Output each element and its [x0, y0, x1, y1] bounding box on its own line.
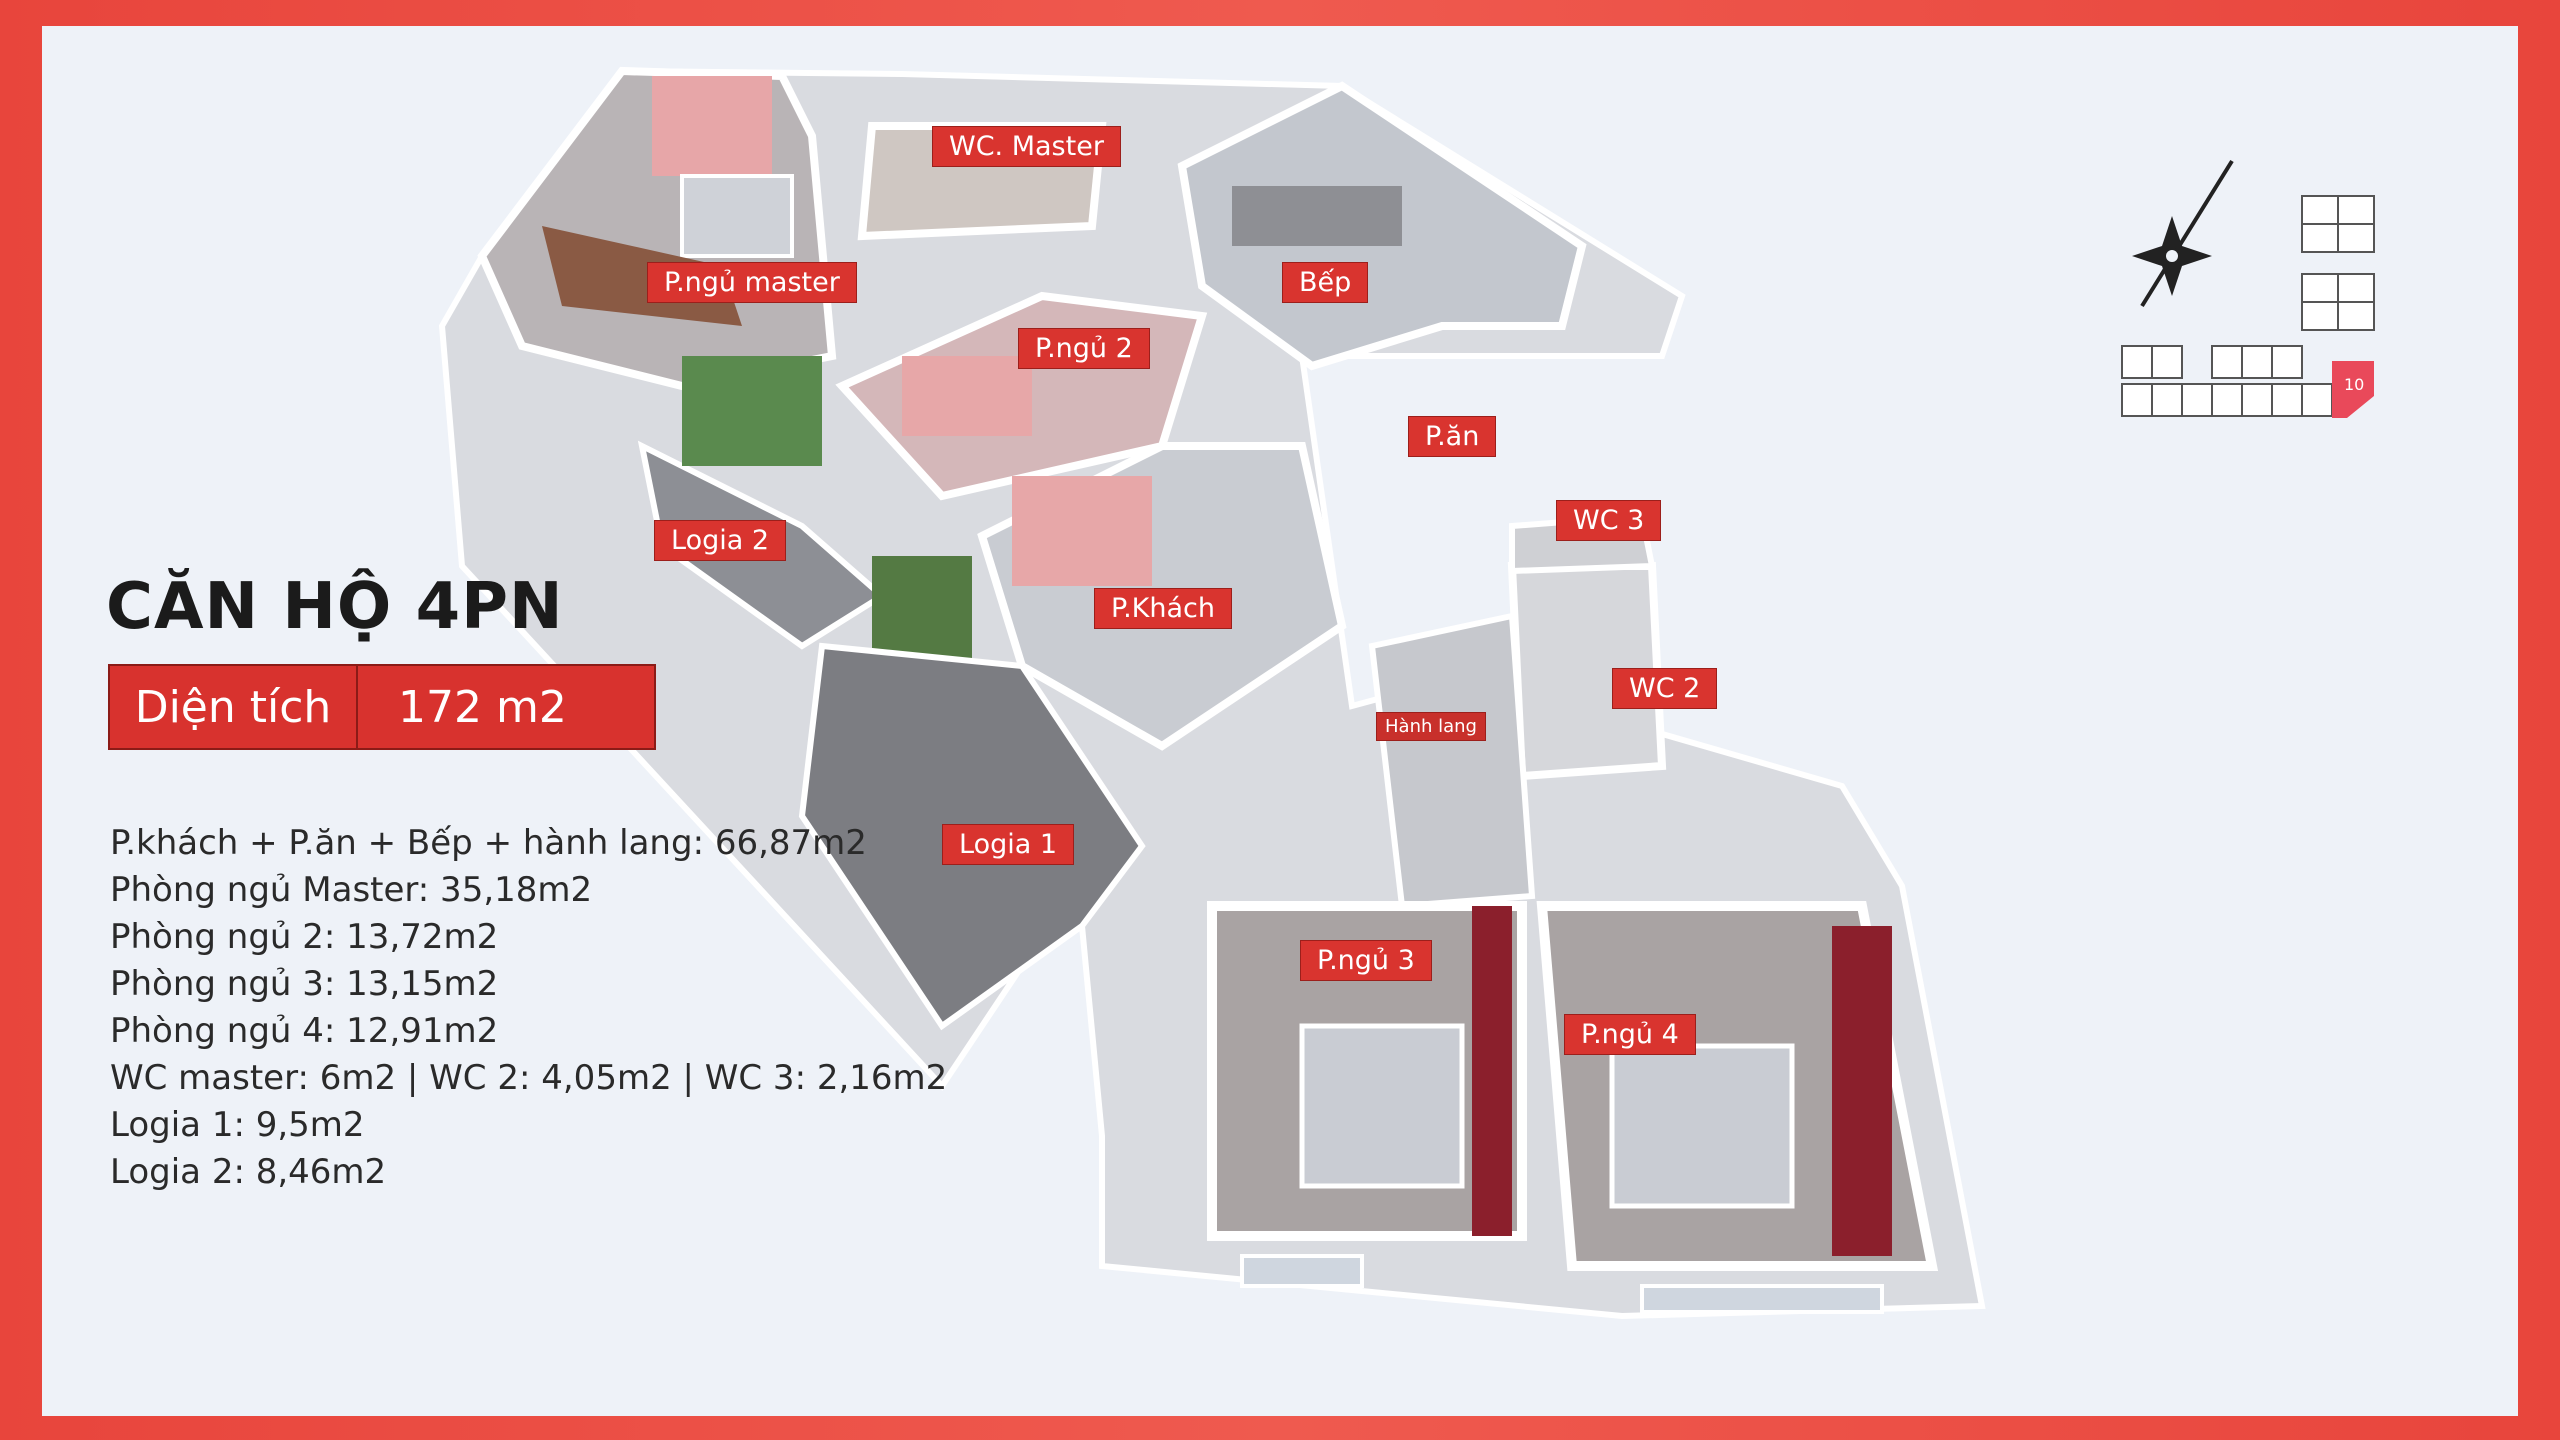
detail-line: WC master: 6m2 | WC 2: 4,05m2 | WC 3: 2,…: [110, 1058, 948, 1098]
key-plan: 10: [2121, 159, 2375, 418]
label-dining: P.ăn: [1408, 416, 1497, 457]
area-details-list: P.khách + P.ăn + Bếp + hành lang: 66,87m…: [110, 820, 947, 1196]
area-value: 172 m2: [398, 681, 567, 733]
label-bedroom-3: P.ngủ 3: [1300, 940, 1432, 981]
highlighted-unit: [2332, 361, 2374, 418]
detail-line: Phòng ngủ Master: 35,18m2: [110, 870, 593, 910]
label-logia-1: Logia 1: [942, 824, 1075, 865]
master-accent-wall: [652, 76, 772, 176]
detail-line: Phòng ngủ 4: 12,91m2: [110, 1011, 499, 1051]
living-tv-wall: [1012, 476, 1152, 586]
label-bedroom-2: P.ngủ 2: [1018, 328, 1150, 369]
corridor-shape: [1368, 612, 1536, 910]
detail-line: Logia 2: 8,46m2: [110, 1152, 387, 1192]
bedroom-3-bed: [1299, 1023, 1465, 1189]
building-key-outline: [2121, 195, 2375, 417]
area-box: Diện tích 172 m2: [108, 664, 656, 750]
kitchen-counter: [1232, 186, 1402, 246]
label-corridor: Hành lang: [1376, 712, 1486, 741]
bedroom-4-accent: [1832, 926, 1892, 1256]
master-bed: [680, 174, 794, 258]
label-bedroom-4: P.ngủ 4: [1564, 1014, 1696, 1055]
label-wc-2: WC 2: [1612, 668, 1718, 709]
detail-line: Logia 1: 9,5m2: [110, 1105, 365, 1145]
bedroom-3-accent: [1472, 906, 1512, 1236]
label-logia-2: Logia 2: [654, 520, 787, 561]
label-living: P.Khách: [1094, 588, 1232, 629]
unit-number: 10: [2344, 375, 2364, 394]
detail-line: Phòng ngủ 3: 13,15m2: [110, 964, 499, 1004]
bedroom-2-tv-wall: [902, 356, 1032, 436]
label-wc-master: WC. Master: [932, 126, 1121, 167]
label-bedroom-master: P.ngủ master: [647, 262, 857, 303]
area-label: Diện tích: [110, 666, 358, 748]
page-title: CĂN HỘ 4PN: [106, 570, 564, 644]
detail-line: Phòng ngủ 2: 13,72m2: [110, 917, 499, 957]
canvas: WC. Master P.ngủ master Bếp P.ngủ 2 P.ăn…: [42, 26, 2518, 1416]
green-wall: [682, 356, 822, 466]
compass-icon: [2132, 159, 2234, 308]
detail-line: P.khách + P.ăn + Bếp + hành lang: 66,87m…: [110, 823, 867, 863]
label-wc-3: WC 3: [1556, 500, 1662, 541]
label-kitchen: Bếp: [1282, 262, 1369, 303]
bedroom-4-bed: [1609, 1043, 1795, 1209]
window-bottom-1: [1240, 1254, 1364, 1288]
window-bottom-2: [1640, 1284, 1884, 1314]
